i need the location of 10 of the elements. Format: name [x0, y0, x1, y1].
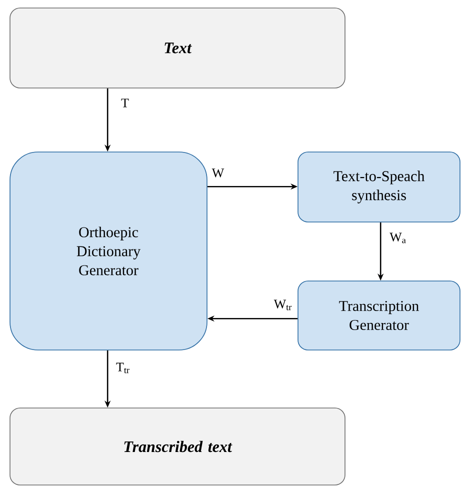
- process-box: Orthoepic Dictionary Generator: [10, 152, 208, 350]
- edge-label: T$_{tr}$: [116, 362, 130, 374]
- process-box: Text: [10, 8, 346, 88]
- edge-label: T: [121, 98, 129, 108]
- process-box: Text-to-Speach synthesis: [298, 152, 460, 222]
- process-box: Transcribed text: [10, 408, 346, 486]
- edge-label: W$_{tr}$: [274, 300, 292, 310]
- edge-label: W$_{a}$: [390, 232, 406, 244]
- edge-label: W: [212, 168, 224, 178]
- process-box: Transcription Generator: [298, 280, 460, 350]
